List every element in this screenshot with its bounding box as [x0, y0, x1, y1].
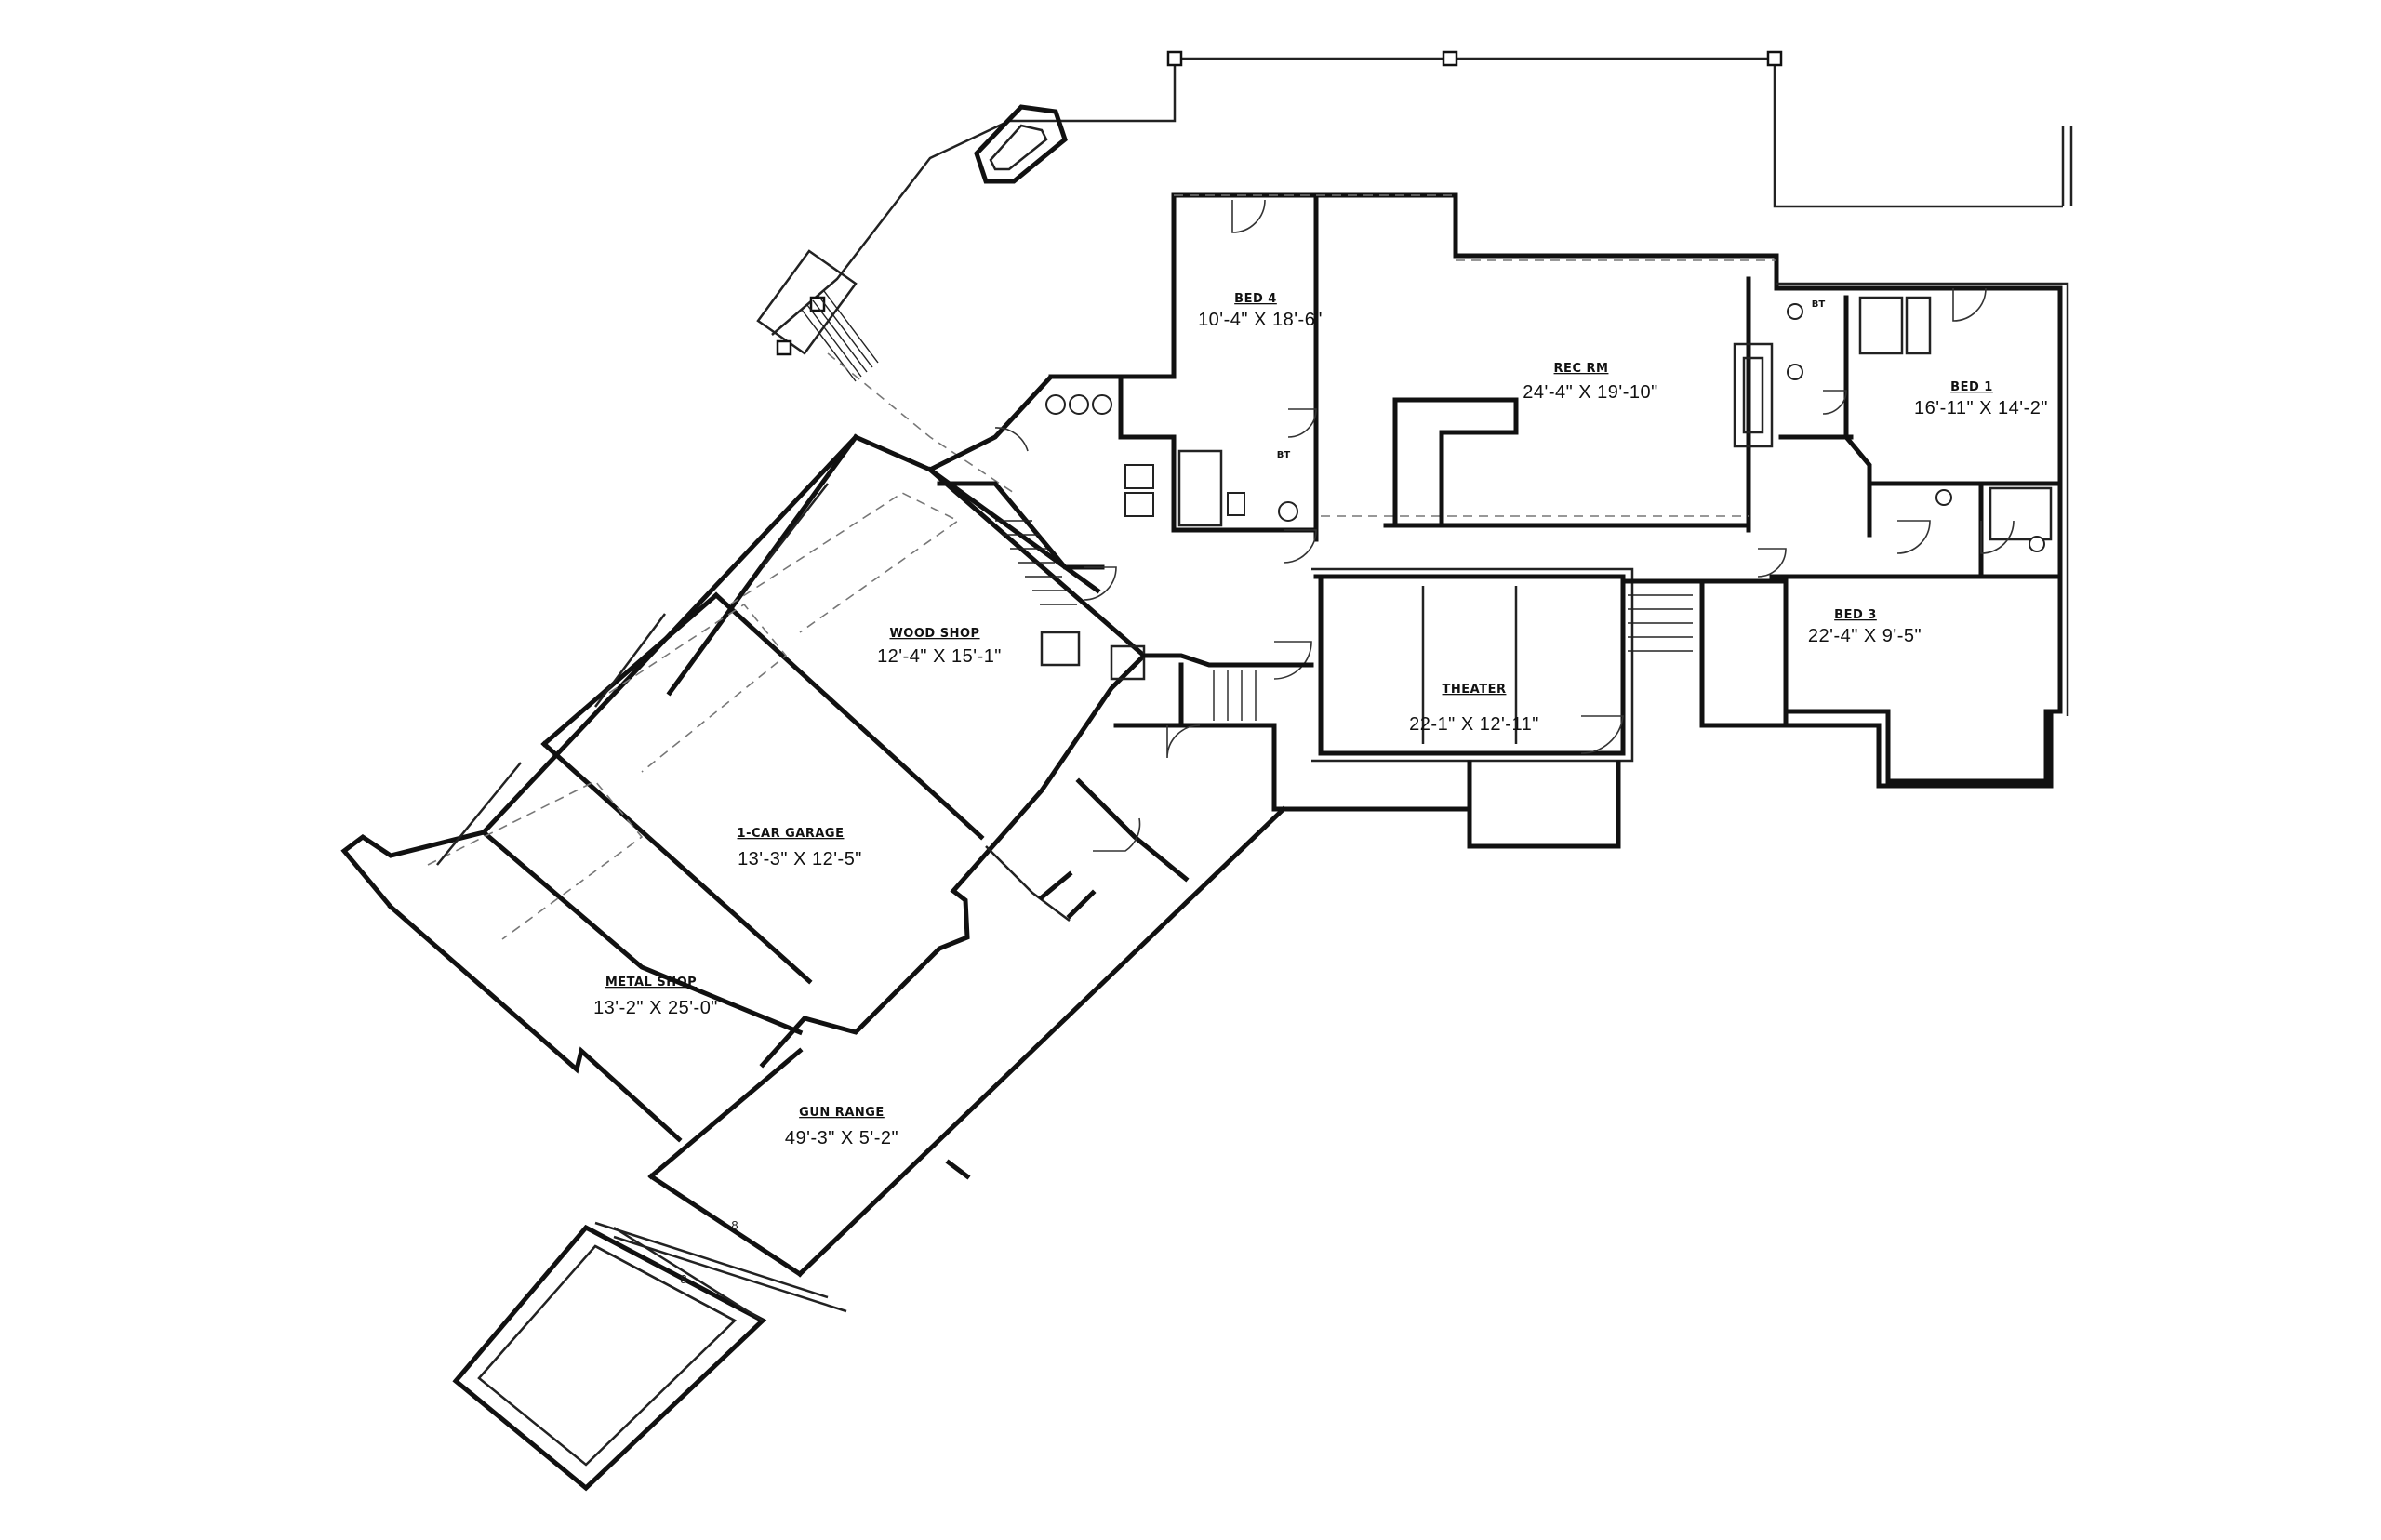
gun-range-name: GUN RANGE — [799, 1106, 885, 1120]
bed1-dims: 16'-11" X 14'-2" — [1914, 398, 2048, 418]
corridor-stair — [985, 653, 1472, 922]
upper-walls — [925, 192, 2069, 784]
bed4-bath — [1045, 374, 1314, 533]
deck-post — [1166, 50, 1183, 67]
metal-shop-name: METAL SHOP — [605, 976, 697, 989]
shops-walls — [340, 433, 1148, 1143]
bed1-name: BED 1 — [1950, 380, 1993, 394]
exterior-stair — [756, 249, 1015, 494]
theater-name: THEATER — [1443, 683, 1507, 697]
bed4-name: BED 4 — [1234, 292, 1277, 306]
bath-label-bed1: BT — [1812, 299, 1826, 310]
bed3-name: BED 3 — [1834, 608, 1877, 622]
metal-shop-dims: 13'-2" X 25'-0" — [593, 998, 718, 1018]
doors — [994, 199, 2015, 578]
outdoor-fireplace — [974, 104, 1068, 184]
bed3-dims: 22'-4" X 9'-5" — [1808, 626, 1922, 646]
bed4-dims: 10'-4" X 18'-6" — [1198, 310, 1323, 330]
garage-dims: 13'-3" X 12'-5" — [738, 849, 862, 870]
break-mark-1: 8 — [731, 1218, 738, 1232]
rec-rm-name: REC RM — [1554, 362, 1609, 376]
garage-name: 1-CAR GARAGE — [738, 827, 845, 841]
break-mark-2: 8 — [680, 1272, 686, 1286]
gun-range-dims: 49'-3" X 5'-2" — [785, 1128, 898, 1148]
theater-dims: 22-1" X 12'-11" — [1409, 714, 1539, 735]
gun-range — [452, 805, 1287, 1492]
upper-deck — [771, 50, 2073, 336]
deck-post — [1766, 50, 1783, 67]
bed1-bath — [1787, 296, 2053, 552]
deck-post — [1442, 50, 1458, 67]
bed3-walls — [1783, 574, 2054, 789]
wood-shop-name: WOOD SHOP — [889, 627, 979, 641]
rec-rm-dims: 24'-4" X 19'-10" — [1523, 382, 1657, 403]
interior-stair — [937, 481, 1146, 681]
wood-shop-dims: 12'-4" X 15'-1" — [877, 646, 1002, 667]
bath-label-bed4: BT — [1277, 450, 1291, 460]
room-labels: BED 4 10'-4" X 18'-6" REC RM 24'-4" X 19… — [593, 292, 2048, 1286]
theater-block — [1273, 567, 1789, 849]
